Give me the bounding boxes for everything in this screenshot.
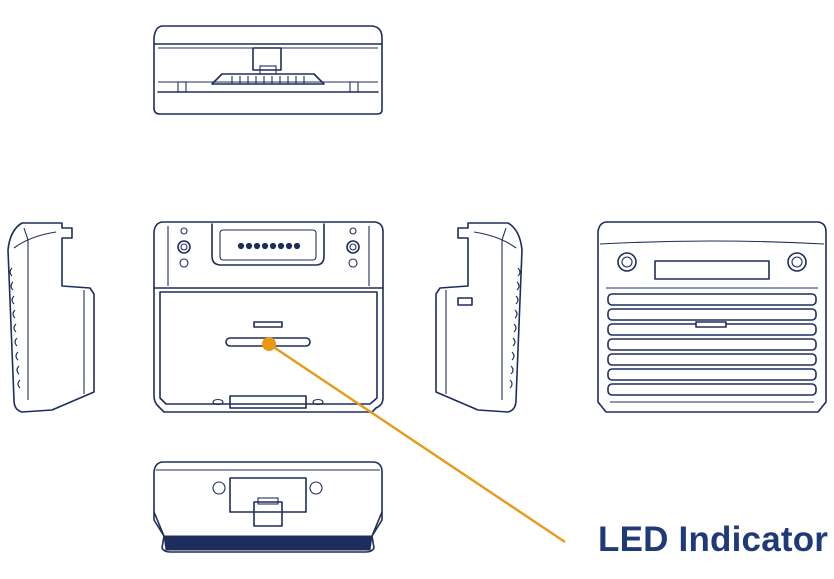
back-view [597,221,827,413]
bottom-view [153,461,383,553]
right-side-view [435,222,523,413]
led-indicator-label: LED Indicator [598,520,829,559]
left-side-view [7,222,95,413]
callout-dot [262,337,276,351]
top-view [153,25,383,115]
front-view [153,221,384,413]
callout-line [268,343,566,543]
led-indicator-callout [262,337,566,543]
